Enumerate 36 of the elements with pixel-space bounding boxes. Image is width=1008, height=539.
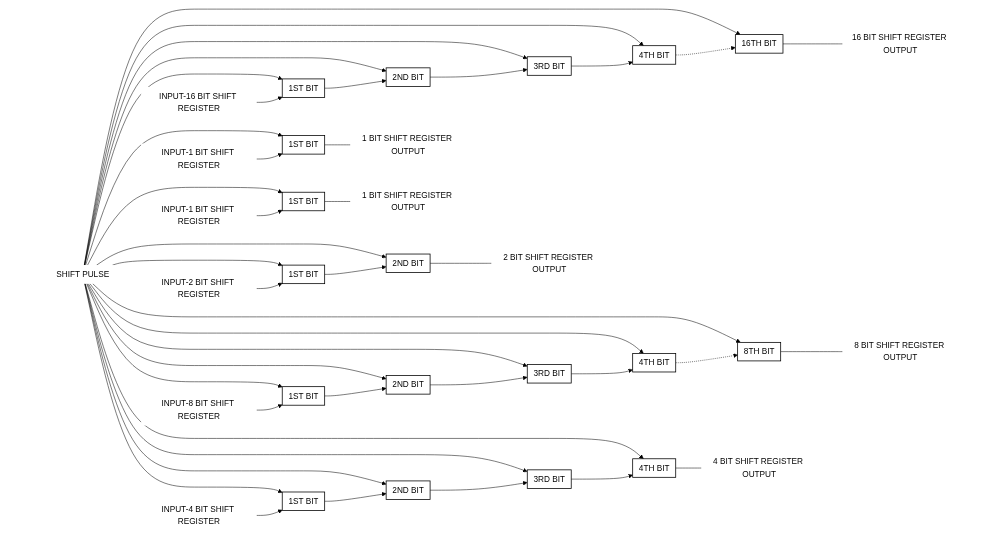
node-box: 3RD BIT [526,55,572,76]
connector [324,200,351,202]
connector [675,467,702,468]
node-text: INPUT-4 BIT SHIFT REGISTER [161,504,234,526]
node-box: 2ND BIT [385,253,431,273]
node-text: INPUT-2 BIT SHIFT REGISTER [161,277,234,299]
node-box: 1ST BIT [281,385,326,406]
node-box: 3RD BIT [526,468,572,489]
node-box: 4TH BIT [632,457,677,478]
node-text: 1 BIT SHIFT REGISTER OUTPUT [362,190,452,212]
node-text: 4 BIT SHIFT REGISTER OUTPUT [713,456,803,478]
node-text: INPUT-1 BIT SHIFT REGISTER [161,204,234,226]
node-text: INPUT-8 BIT SHIFT REGISTER [161,398,234,420]
connector [780,350,843,352]
node-text: 1 BIT SHIFT REGISTER OUTPUT [362,133,452,155]
node-box: 2ND BIT [385,480,431,500]
node-box: 3RD BIT [526,363,572,383]
node-box: 1ST BIT [281,134,326,154]
node-text: INPUT-16 BIT SHIFT REGISTER [159,91,237,113]
node-text: 8 BIT SHIFT REGISTER OUTPUT [854,340,945,362]
node-box: 1ST BIT [281,78,326,98]
node-text: SHIFT PULSE [56,269,110,278]
connector [324,144,351,145]
node-box: 1ST BIT [281,491,326,511]
node-box: 4TH BIT [632,44,677,65]
node-box: 16TH BIT [734,33,784,54]
node-box: 8TH BIT [737,341,782,361]
node-text: INPUT-1 BIT SHIFT REGISTER [161,147,234,169]
node-box: 1ST BIT [281,191,326,211]
node-box: 2ND BIT [385,374,431,394]
node-text: 16 BIT SHIFT REGISTER OUTPUT [851,32,947,54]
node-box: 2ND BIT [385,66,431,87]
connector [429,262,492,264]
node-box: 4TH BIT [632,352,677,372]
node-box: 1ST BIT [281,264,326,284]
node-text: 2 BIT SHIFT REGISTER OUTPUT [503,251,594,274]
